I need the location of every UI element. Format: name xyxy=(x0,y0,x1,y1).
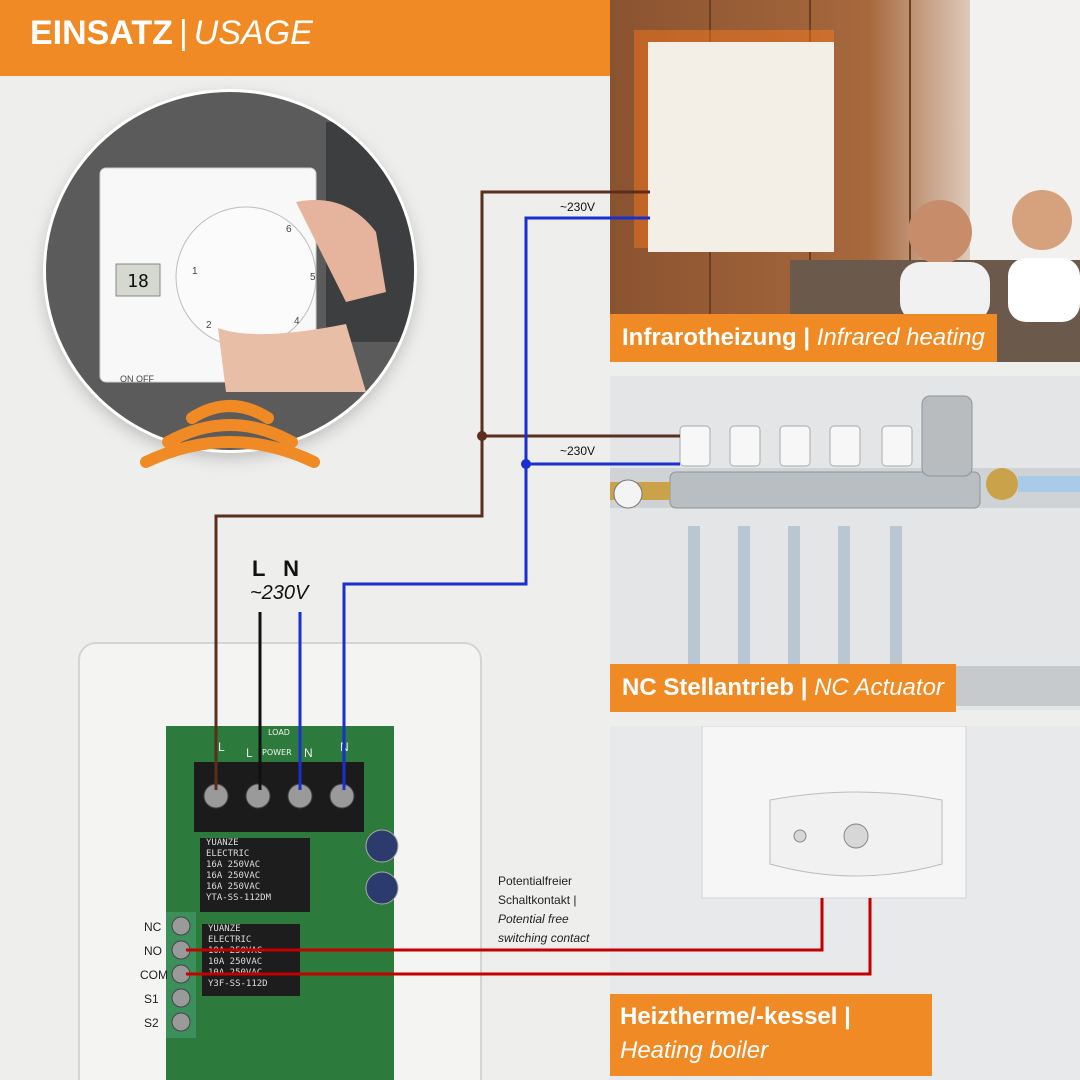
thermostat-photo: 18 1 2 3 4 5 6 ON OFF xyxy=(46,92,414,450)
relay-1-line-1: YUANZE xyxy=(206,838,239,848)
woman-figure xyxy=(1012,190,1072,250)
n-label: N xyxy=(283,556,306,581)
terminal-label-2: L xyxy=(246,746,253,760)
wire-red-com xyxy=(186,898,872,976)
dial-scale-2: 2 xyxy=(206,320,212,331)
dial-scale-4: 4 xyxy=(294,316,300,327)
pipes xyxy=(688,526,902,666)
terminal-s1: S1 xyxy=(144,992,159,1006)
header-bar xyxy=(0,0,610,76)
infrared-panel-heater xyxy=(648,42,834,252)
relay-1-line-4: 16A 250VAC xyxy=(206,871,261,881)
power-input-label: L N xyxy=(252,556,305,582)
header-title: EINSATZ|USAGE xyxy=(30,14,313,53)
ir-label-sep: | xyxy=(803,324,811,351)
relay-2-line-1: YUANZE xyxy=(208,924,241,934)
thermostat-display xyxy=(115,263,161,297)
nc-label-sep: | xyxy=(800,674,808,701)
thermostat-switch-label: ON OFF xyxy=(120,374,154,384)
wire-brown-ir xyxy=(214,190,650,790)
pf-line-4: switching contact xyxy=(498,931,590,945)
infrared-heating-label: Infrarotheizung | Infrared heating xyxy=(610,314,997,362)
terminal-s2: S2 xyxy=(144,1016,159,1030)
hand-thumb xyxy=(218,324,366,392)
terminal-nc: NC xyxy=(144,920,162,934)
pf-line-1: Potentialfreier xyxy=(498,874,573,888)
infrared-heating-photo xyxy=(610,0,1080,362)
thermostat-scene: 18 1 2 3 4 5 6 ON OFF xyxy=(46,92,414,450)
boiler-label-en: Heating boiler xyxy=(620,1037,769,1064)
dial-scale-1: 1 xyxy=(192,266,198,277)
dial-scale-5: 5 xyxy=(310,272,316,283)
relay-2-line-2: ELECTRIC xyxy=(208,935,252,945)
terminal-no: NO xyxy=(144,944,162,958)
boiler-label-sep: | xyxy=(844,1003,851,1030)
relay-2: YUANZE ELECTRIC 10A 250VAC 10A 250VAC 10… xyxy=(202,924,300,996)
thermostat-display-value: 18 xyxy=(127,271,149,292)
capacitors xyxy=(365,829,399,905)
nc-label-de: NC Stellantrieb xyxy=(622,674,795,701)
relay-1-line-6: YTA-SS-112DM xyxy=(206,893,272,903)
header-title-de: EINSATZ xyxy=(30,14,173,52)
wireless-signal-icon xyxy=(140,400,320,468)
terminal-power-label: POWER xyxy=(262,748,292,757)
relay-1-line-2: ELECTRIC xyxy=(206,849,250,859)
wire-red-no xyxy=(186,898,824,952)
ir-label-de: Infrarotheizung xyxy=(622,324,797,351)
manifold-scene xyxy=(610,376,1080,710)
terminal-load-label: LOAD xyxy=(268,728,290,737)
hand-finger xyxy=(296,200,386,302)
nc-voltage-label: ~230V xyxy=(560,444,596,458)
dial-scale-6: 6 xyxy=(286,224,292,235)
relay-1-line-5: 16A 250VAC xyxy=(206,882,261,892)
boiler-knob xyxy=(843,823,869,849)
terminal-label-3: N xyxy=(304,746,313,760)
relay-1: YUANZE ELECTRIC 16A 250VAC 16A 250VAC 16… xyxy=(200,838,310,912)
potential-free-contact-label: Potentialfreier Schaltkontakt | Potentia… xyxy=(498,872,589,948)
nc-label-en: NC Actuator xyxy=(814,674,944,701)
header-title-en: USAGE xyxy=(193,14,313,52)
relay-2-line-6: Y3F-SS-112D xyxy=(208,979,268,989)
nc-actuator-photo xyxy=(610,376,1080,710)
wire-blue-ir xyxy=(342,216,650,790)
power-terminal-block xyxy=(194,762,364,832)
ir-label-en: Infrared heating xyxy=(816,324,985,351)
l-label: L xyxy=(252,556,272,581)
pf-line-2: Schaltkontakt | xyxy=(498,893,577,907)
boiler-label-de: Heiztherme/-kessel xyxy=(620,1003,838,1030)
actuators xyxy=(679,425,913,467)
man-figure xyxy=(908,200,972,264)
heating-boiler-label: Heiztherme/-kessel | Heating boiler xyxy=(610,994,932,1076)
gauge xyxy=(613,479,643,509)
ir-voltage-label: ~230V xyxy=(560,200,596,214)
relay-1-line-3: 16A 250VAC xyxy=(206,860,261,870)
relay-2-line-4: 10A 250VAC xyxy=(208,957,263,967)
power-voltage-label: ~230V xyxy=(250,582,309,604)
nc-actuator-label: NC Stellantrieb | NC Actuator xyxy=(610,664,956,712)
header-separator: | xyxy=(178,14,188,52)
pf-line-3: Potential free xyxy=(498,912,569,926)
terminal-label-1: L xyxy=(218,740,225,754)
terminal-com: COM xyxy=(140,968,168,982)
